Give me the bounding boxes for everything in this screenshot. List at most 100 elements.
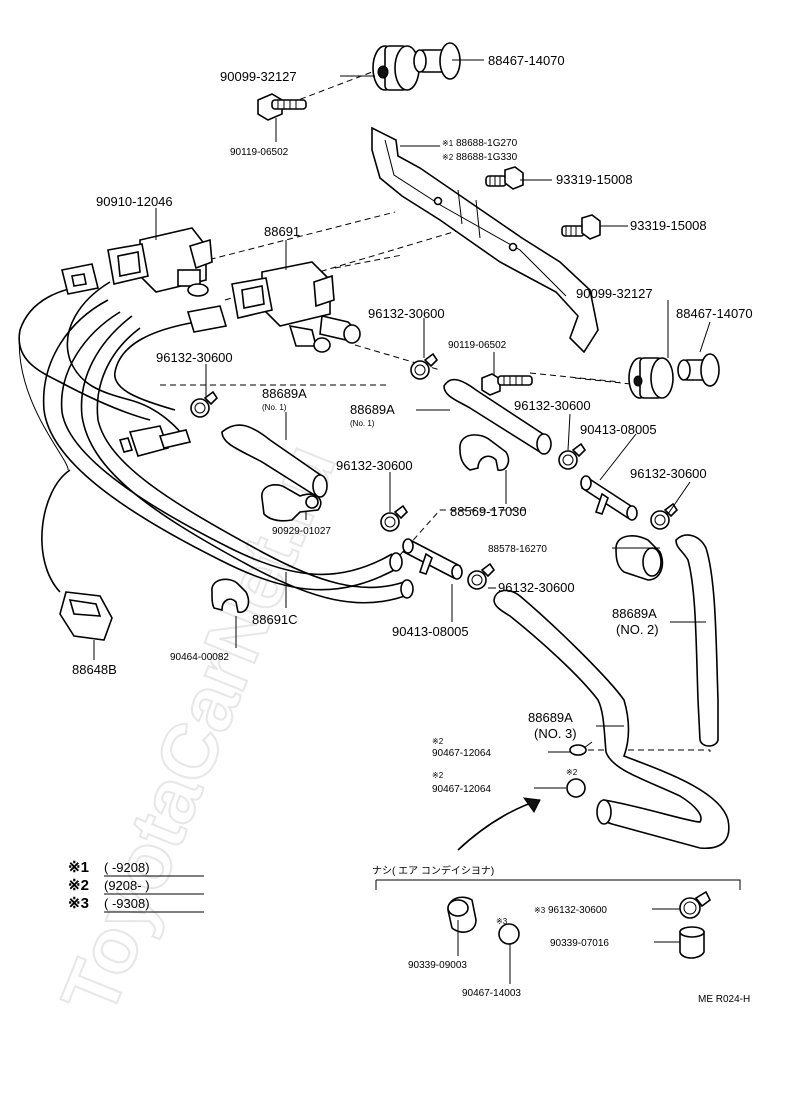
label-p3: 90119-06502 (230, 147, 289, 158)
legend-mark-1: ※1 (68, 859, 89, 876)
union-upper (580, 475, 638, 521)
no-ac-group-label: ナシ( エア コンデイシヨナ) (372, 864, 494, 877)
label-p15: 88689A (262, 386, 307, 401)
label-p16-sub: (No. 1) (350, 419, 375, 428)
cap-88578 (615, 535, 664, 581)
label-p25-sub: (NO. 2) (616, 622, 659, 637)
label-p9: 88691 (264, 224, 300, 239)
clamp-c (558, 442, 587, 470)
label-p16: 88689A (350, 402, 395, 417)
legend-mark-2: ※2 (68, 877, 89, 894)
bolt-top (257, 93, 307, 121)
arrow-line (457, 799, 541, 851)
vsv-right (231, 261, 361, 353)
label-p35: 90339-09003 (408, 960, 467, 971)
hose-88689a-no1-left (221, 424, 328, 498)
clamp-f (467, 562, 496, 590)
label-p24: 96132-30600 (498, 580, 575, 595)
legend-range-3: ( -9308) (104, 896, 150, 911)
label-p1: 88467-14070 (488, 53, 565, 68)
label-p36: 90467-14003 (462, 988, 521, 999)
clip-88569 (459, 434, 510, 472)
label-p11: 88467-14070 (676, 306, 753, 321)
no-ac-box (375, 879, 741, 890)
connector-left (61, 263, 99, 295)
label-p5-mark: ※2 (442, 153, 454, 162)
svg-text:※3: ※3 (496, 917, 508, 926)
clamp-d (380, 504, 409, 532)
svg-text:※2: ※2 (566, 768, 578, 777)
label-p33-mark: ※3 (534, 906, 546, 915)
legend-range-1: ( -9208) (104, 860, 150, 875)
collar-top (413, 42, 461, 80)
hose-88689a-no1-right (443, 378, 552, 455)
label-p15-sub: (No. 1) (262, 403, 287, 412)
legend: ※1 ( -9208) ※2 (9208- ) ※3 ( -9308) (68, 859, 204, 913)
clip-90464 (211, 578, 250, 614)
clamp-a (410, 352, 439, 380)
cap-90467-12064-a (569, 741, 593, 756)
label-p28: 90464-00082 (170, 652, 229, 663)
label-p10: 90099-32127 (576, 286, 653, 301)
label-p30: 88689A (528, 710, 573, 725)
label-p33: 96132-30600 (548, 905, 607, 916)
label-p7: 93319-15008 (630, 218, 707, 233)
label-p21: 96132-30600 (630, 466, 707, 481)
label-p26: 88691C (252, 612, 298, 627)
label-p32: 90467-12064 (432, 784, 491, 795)
cap-90339-09003 (447, 896, 477, 933)
label-p25: 88689A (612, 606, 657, 621)
vsv-left (107, 227, 213, 297)
clamp-e (650, 502, 679, 530)
label-p8: 90910-12046 (96, 194, 173, 209)
clamp-nac (679, 890, 712, 919)
label-p31: 90467-12064 (432, 748, 491, 759)
connector-mid (186, 305, 228, 333)
wire-harness (18, 281, 197, 593)
hose-88691c (42, 299, 414, 604)
clamp-b (190, 390, 219, 418)
label-p13: 90119-06502 (448, 340, 507, 351)
clip-90929 (261, 484, 322, 522)
vsv-bracket (371, 126, 599, 354)
label-p32-mark: ※2 (432, 771, 444, 780)
sensor-88648b (59, 591, 113, 641)
legend-mark-3: ※3 (68, 895, 89, 912)
collar-lower (677, 353, 720, 387)
cap-90339-07016 (679, 926, 705, 959)
watermark: ToyotaCarNet.ru (44, 432, 352, 1026)
cap-90467-12064-b: ※2 (566, 768, 586, 798)
label-p30-sub: (NO. 3) (534, 726, 577, 741)
label-p20: 88569-17030 (450, 504, 527, 519)
label-p5: 88688-1G330 (456, 152, 518, 163)
label-p12: 96132-30600 (368, 306, 445, 321)
label-p29: 88648B (72, 662, 117, 677)
label-p19: 96132-30600 (336, 458, 413, 473)
label-p18: 90413-08005 (580, 422, 657, 437)
cap-90467-14003: ※3 (496, 917, 520, 945)
part-labels: 88467-14070 90099-32127 90119-06502 ※1 8… (72, 53, 753, 1005)
label-p2: 90099-32127 (220, 69, 297, 84)
connector-harness (118, 425, 192, 457)
label-p4: 88688-1G270 (456, 138, 518, 149)
bolt-mid (481, 373, 533, 396)
bolt-93319-lower (561, 214, 601, 240)
diagram-code: ME R024-H (698, 994, 750, 1005)
label-p4-mark: ※1 (442, 139, 454, 148)
label-p27: 90413-08005 (392, 624, 469, 639)
label-p31-mark: ※2 (432, 737, 444, 746)
arrow-head (522, 797, 541, 813)
label-p17: 96132-30600 (514, 398, 591, 413)
union-lower (402, 538, 463, 580)
label-p34: 90339-07016 (550, 938, 609, 949)
grommet-top (372, 45, 420, 91)
hose-88689a-no3 (493, 589, 730, 849)
label-p14: 96132-30600 (156, 350, 233, 365)
leader-lines (93, 59, 711, 984)
grommet-lower (628, 357, 674, 399)
label-p23: 88578-16270 (488, 544, 547, 555)
bolt-93319-upper (485, 166, 524, 190)
label-p22: 90929-01027 (272, 526, 331, 537)
